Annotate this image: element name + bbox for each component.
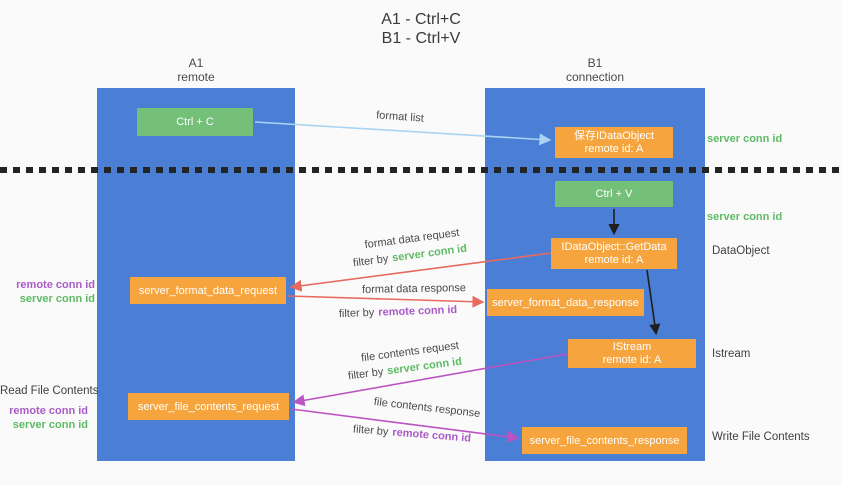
ctrl-v-box: Ctrl + V xyxy=(555,181,673,207)
read-file-contents-annotation: Read File Contents xyxy=(0,385,99,397)
arrow-format-data-request xyxy=(289,252,552,292)
lifeline-b1-name: B1 xyxy=(587,56,603,70)
lifeline-b1-role: connection xyxy=(565,70,625,84)
remote-conn-id-annotation: remote conn id xyxy=(9,405,88,417)
getdata-line1: IDataObject::GetData xyxy=(561,240,667,253)
server-format-data-request-box: server_format_data_request xyxy=(130,277,286,304)
arrow-format-list xyxy=(254,121,552,146)
arrow-getdata-to-istream xyxy=(646,269,661,336)
lifeline-header-a1: A1 remote xyxy=(97,56,295,84)
session-divider-dotted-line xyxy=(0,167,842,173)
arrow-file-contents-request xyxy=(292,353,568,407)
server-conn-id-annotation: server conn id xyxy=(19,293,95,305)
diagram-title: A1 - Ctrl+C B1 - Ctrl+V xyxy=(0,10,842,48)
ctrl-c-box: Ctrl + C xyxy=(137,108,253,136)
server-format-data-response-box: server_format_data_response xyxy=(487,289,644,316)
server-file-contents-response-label: server_file_contents_response xyxy=(529,434,680,447)
server-file-contents-response-box: server_file_contents_response xyxy=(522,427,687,454)
save-dataobject-box: 保存IDataObject remote id: A xyxy=(555,127,673,158)
istream-line1: IStream xyxy=(612,340,652,353)
server-format-data-request-label: server_format_data_request xyxy=(138,284,278,297)
ctrl-v-label: Ctrl + V xyxy=(595,188,633,200)
server-conn-id-annotation-top: server conn id xyxy=(707,133,783,145)
title-line-2: B1 - Ctrl+V xyxy=(381,30,461,47)
arrow-format-data-response xyxy=(287,295,485,308)
write-file-contents-annotation: Write File Contents xyxy=(712,431,810,443)
server-conn-id-annotation-mid: server conn id xyxy=(707,211,783,223)
ctrl-c-label: Ctrl + C xyxy=(176,116,214,128)
istream-line2: remote id: A xyxy=(602,353,662,366)
server-conn-id-annotation: server conn id xyxy=(12,419,88,431)
lifeline-a1-name: A1 xyxy=(188,56,204,70)
server-format-data-response-label: server_format_data_response xyxy=(492,296,639,309)
save-dataobject-line2: remote id: A xyxy=(584,142,644,155)
dataobject-annotation: DataObject xyxy=(712,245,770,257)
lifeline-header-b1: B1 connection xyxy=(485,56,705,84)
istream-annotation: Istream xyxy=(712,348,751,360)
server-file-contents-request-box: server_file_contents_request xyxy=(128,393,289,420)
format-data-response-label: format data response xyxy=(361,282,467,296)
title-line-1: A1 - Ctrl+C xyxy=(381,11,461,28)
arrow-file-contents-response xyxy=(290,408,520,443)
filter-by-text: filter by xyxy=(338,306,375,321)
remote-conn-id-annotation: remote conn id xyxy=(16,279,95,291)
save-dataobject-line1: 保存IDataObject xyxy=(573,129,655,142)
left-conn-id-stack-top: remote conn id server conn id xyxy=(0,278,95,306)
lifeline-a1-role: remote xyxy=(177,70,215,84)
left-conn-id-stack-bottom: remote conn id server conn id xyxy=(0,404,88,432)
server-file-contents-request-label: server_file_contents_request xyxy=(137,400,280,413)
idataobject-getdata-box: IDataObject::GetData remote id: A xyxy=(551,238,677,269)
getdata-line2: remote id: A xyxy=(584,253,644,266)
istream-box: IStream remote id: A xyxy=(568,339,696,368)
